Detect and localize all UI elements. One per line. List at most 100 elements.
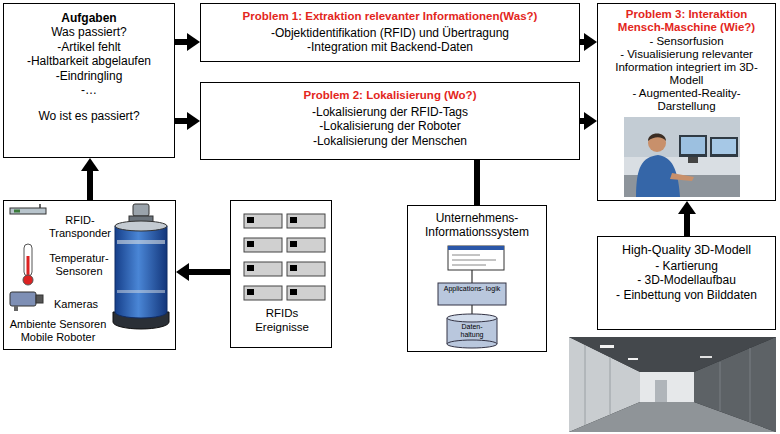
illustration-part	[700, 356, 712, 358]
arrow-shaft	[175, 118, 188, 124]
node-text: - 3D-Modellaufbau	[603, 273, 770, 287]
process-box: RFID- TransponderTemperatur- SensorenKam…	[3, 200, 176, 350]
flow-arrow	[678, 201, 696, 236]
process-box: Problem 2: Lokalisierung (Wo?) -Lokalisie…	[200, 82, 580, 160]
arrow-head	[187, 33, 200, 51]
node-text: RFID- Transponder	[46, 214, 114, 240]
operator-photo	[624, 117, 740, 197]
illustration-part	[290, 265, 297, 271]
3d-model-photo	[569, 337, 776, 432]
illustration-part	[290, 217, 297, 223]
illustration-part	[610, 357, 611, 414]
illustration-part	[585, 345, 586, 425]
node-text: Kameras	[50, 298, 102, 311]
illustration-part	[115, 221, 167, 231]
illustration-part	[287, 238, 325, 252]
thermometer-icon	[23, 244, 33, 285]
node-text: Was passiert?	[10, 25, 168, 39]
illustration-part	[133, 204, 149, 216]
arrow-head	[678, 201, 696, 214]
illustration-part	[452, 255, 480, 256]
process-box: AufgabenWas passiert?-Artikel fehlt-Halt…	[3, 3, 175, 158]
node-text: - Augmented-Reality- Darstellung	[602, 87, 771, 113]
node-text: Unternehmens- Informationssystem	[412, 211, 542, 240]
node-text: Wo ist es passiert?	[10, 109, 168, 123]
node-text: Ambiente Sensoren Mobile Roboter	[6, 318, 110, 344]
illustration-part	[447, 340, 497, 348]
node-heading: Problem 3: Interaktion Mensch-Maschine (…	[602, 8, 771, 34]
flow-arrow	[580, 112, 597, 130]
node-heading: High-Quality 3D-Modell	[603, 243, 770, 258]
illustration-part	[452, 265, 486, 266]
illustration-part	[115, 226, 167, 318]
illustration-part	[640, 372, 694, 402]
node-heading: Problem 2: Lokalisierung (Wo?)	[205, 89, 575, 103]
node-text: - Kartierung	[603, 259, 770, 273]
node-text: - Einbettung von Bilddaten	[603, 288, 770, 302]
arrow-shaft	[684, 213, 690, 236]
text-slot: Daten- haltung	[450, 323, 494, 338]
illustration-part	[655, 380, 667, 402]
illustration-part	[710, 137, 738, 157]
illustration-part	[670, 173, 694, 181]
arrow-shaft	[87, 170, 93, 200]
camera-icon	[10, 292, 43, 311]
arrow-head	[81, 158, 99, 171]
node-text: -Lokalisierung der Menschen	[205, 134, 575, 148]
illustration-part	[244, 214, 282, 228]
node-text: - Sensorfusion	[602, 35, 771, 48]
flow-arrow	[580, 33, 597, 51]
illustration-part	[287, 262, 325, 276]
text-slot: Kameras	[50, 298, 102, 311]
illustration-part	[117, 290, 165, 293]
illustration-part	[247, 241, 254, 247]
text-slot: Unternehmens- Informationssystem	[412, 211, 542, 240]
illustration-part	[290, 241, 297, 247]
node-heading: Aufgaben	[10, 11, 168, 25]
flow-arrow	[477, 160, 478, 205]
illustration-part	[10, 208, 46, 214]
process-box: Problem 3: Interaktion Mensch-Maschine (…	[597, 3, 776, 201]
illustration-part	[287, 214, 325, 228]
illustration-part	[447, 318, 448, 344]
node-text: -…	[10, 83, 168, 97]
illustration-part	[448, 246, 504, 270]
illustration-part	[438, 283, 506, 305]
illustration-part	[247, 289, 254, 295]
illustration-part	[750, 348, 751, 422]
arrow-head	[584, 33, 597, 51]
flow-arrow	[81, 158, 99, 200]
arrow-head	[584, 112, 597, 130]
illustration-part	[628, 358, 638, 360]
illustration-part	[247, 217, 254, 223]
flow-arrow	[176, 263, 230, 281]
illustration-part	[600, 345, 614, 348]
illustration-part	[36, 295, 43, 303]
node-text: -Artikel fehlt	[10, 40, 168, 54]
arrow-head	[187, 112, 200, 130]
flow-arrow	[175, 112, 200, 130]
illustration-part	[624, 117, 740, 197]
illustration-part	[471, 270, 472, 283]
illustration-part	[712, 139, 736, 154]
text-slot: RFIDs Ereignisse	[247, 307, 317, 335]
node-text: -Lokalisierung der RFID-Tags	[205, 105, 575, 119]
illustration-part	[448, 246, 504, 250]
node-heading: Problem 1: Extraktion relevanter Informa…	[205, 10, 575, 24]
illustration-part	[679, 135, 707, 157]
illustration-part	[688, 157, 698, 163]
illustration-part	[39, 204, 41, 208]
illustration-part	[244, 286, 282, 300]
illustration-part	[14, 210, 20, 213]
icon-label: Daten- haltung	[450, 323, 494, 338]
illustration-part	[569, 337, 776, 372]
text-slot: Applications- logik	[442, 285, 502, 293]
information-system-icon	[438, 246, 506, 348]
illustration-part	[247, 265, 254, 271]
illustration-part	[569, 337, 776, 432]
illustration-part	[287, 286, 325, 300]
node-text: RFIDs Ereignisse	[247, 307, 317, 335]
arrow-head	[176, 263, 189, 281]
illustration-part	[14, 306, 18, 311]
node-text: -Lokalisierung der Roboter	[205, 119, 575, 133]
